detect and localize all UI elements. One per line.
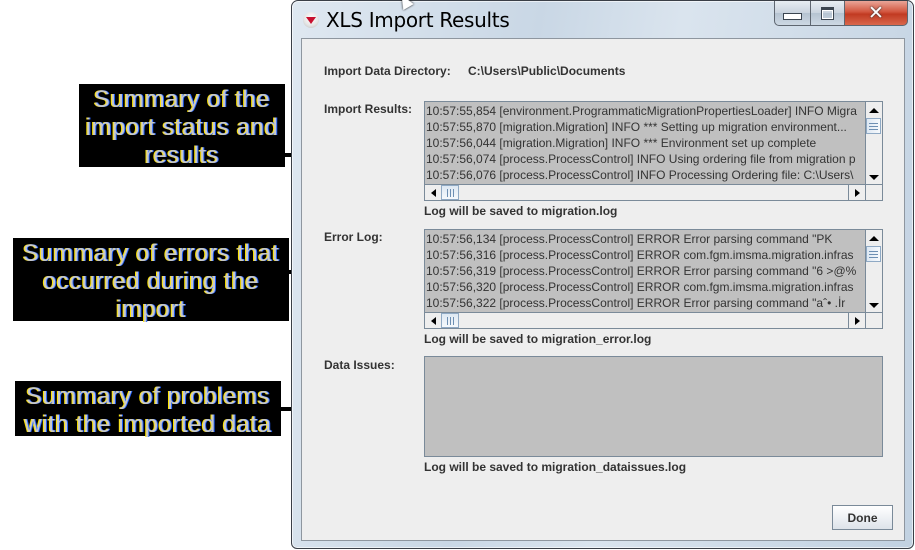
scroll-thumb[interactable] bbox=[441, 313, 459, 328]
log-line: 10:57:56,320 [process.ProcessControl] ER… bbox=[426, 280, 854, 294]
minimize-button[interactable] bbox=[774, 1, 810, 26]
app-logo-icon[interactable] bbox=[303, 12, 319, 28]
horizontal-scrollbar[interactable] bbox=[425, 184, 865, 200]
log-line: 10:57:56,074 [process.ProcessControl] IN… bbox=[426, 152, 856, 166]
log-line: 10:57:56,076 [process.ProcessControl] IN… bbox=[426, 168, 854, 182]
error-log-box[interactable]: 10:57:56,134 [process.ProcessControl] ER… bbox=[424, 229, 883, 329]
import-results-log[interactable]: 10:57:55,854 [environment.ProgrammaticMi… bbox=[424, 101, 883, 201]
window-controls: ✕ bbox=[774, 1, 908, 27]
annotation-error-log: Summary of errors that occurred during t… bbox=[13, 238, 289, 323]
arrow-left-icon bbox=[430, 316, 436, 325]
maximize-icon bbox=[821, 6, 834, 20]
error-log-text[interactable]: 10:57:56,134 [process.ProcessControl] ER… bbox=[425, 230, 865, 313]
import-results-window: XLS Import Results ✕ Import Data Directo… bbox=[291, 0, 914, 549]
scroll-down-button[interactable] bbox=[866, 169, 882, 185]
annotation-line: import bbox=[116, 296, 186, 323]
scroll-corner bbox=[865, 184, 882, 200]
import-directory-value: C:\Users\Public\Documents bbox=[468, 64, 626, 78]
scroll-up-button[interactable] bbox=[866, 230, 882, 246]
log-line: 10:57:56,322 [process.ProcessControl] ER… bbox=[426, 296, 846, 310]
annotation-line: import status and bbox=[85, 114, 279, 141]
vertical-scrollbar[interactable] bbox=[865, 102, 882, 185]
annotation-line: Summary of errors that bbox=[22, 240, 280, 267]
log-line: 10:57:56,316 [process.ProcessControl] ER… bbox=[426, 248, 854, 262]
log-line: 10:57:55,870 [migration.Migration] INFO … bbox=[426, 120, 847, 134]
arrow-right-icon bbox=[854, 188, 860, 197]
annotation-data-issues: Summary of problems with the imported da… bbox=[15, 381, 281, 438]
data-issues-box[interactable] bbox=[424, 356, 883, 457]
scroll-up-button[interactable] bbox=[866, 102, 882, 118]
scroll-left-button[interactable] bbox=[425, 185, 441, 200]
content-panel: Import Data Directory: C:\Users\Public\D… bbox=[301, 38, 905, 541]
scroll-thumb[interactable] bbox=[866, 246, 881, 262]
close-icon: ✕ bbox=[868, 2, 884, 24]
annotation-line: occurred during the bbox=[42, 268, 260, 295]
data-issues-label: Data Issues: bbox=[324, 358, 395, 372]
arrow-right-icon bbox=[854, 316, 860, 325]
scroll-down-button[interactable] bbox=[866, 297, 882, 313]
annotation-line: with the imported data bbox=[24, 411, 272, 438]
vertical-scrollbar[interactable] bbox=[865, 230, 882, 313]
import-results-note: Log will be saved to migration.log bbox=[424, 204, 618, 218]
close-button[interactable]: ✕ bbox=[845, 1, 908, 26]
import-results-text[interactable]: 10:57:55,854 [environment.ProgrammaticMi… bbox=[425, 102, 865, 185]
minimize-icon bbox=[783, 12, 802, 20]
import-directory-label: Import Data Directory: bbox=[324, 64, 451, 78]
maximize-button[interactable] bbox=[810, 1, 845, 26]
scroll-left-button[interactable] bbox=[425, 313, 441, 328]
scroll-thumb[interactable] bbox=[441, 185, 459, 200]
scroll-corner bbox=[865, 312, 882, 328]
arrow-left-icon bbox=[430, 188, 436, 197]
log-line: 10:57:56,134 [process.ProcessControl] ER… bbox=[426, 232, 833, 246]
arrow-up-icon bbox=[869, 235, 879, 241]
data-issues-note: Log will be saved to migration_dataissue… bbox=[424, 460, 687, 474]
window-title: XLS Import Results bbox=[326, 8, 510, 32]
horizontal-scrollbar[interactable] bbox=[425, 312, 865, 328]
arrow-up-icon bbox=[869, 107, 879, 113]
import-results-label: Import Results: bbox=[324, 102, 413, 116]
arrow-down-icon bbox=[869, 174, 879, 180]
log-line: 10:57:55,854 [environment.ProgrammaticMi… bbox=[426, 104, 857, 118]
annotation-import-results: Summary of the import status and results bbox=[79, 84, 285, 169]
scroll-thumb[interactable] bbox=[866, 118, 881, 134]
annotation-line: Summary of problems bbox=[25, 383, 271, 410]
annotation-line: results bbox=[144, 142, 220, 169]
error-log-label: Error Log: bbox=[324, 230, 383, 244]
done-button[interactable]: Done bbox=[832, 505, 893, 530]
log-line: 10:57:56,044 [migration.Migration] INFO … bbox=[426, 136, 817, 150]
scroll-right-button[interactable] bbox=[848, 313, 865, 328]
scroll-right-button[interactable] bbox=[848, 185, 865, 200]
error-log-note: Log will be saved to migration_error.log bbox=[424, 332, 652, 346]
arrow-down-icon bbox=[869, 302, 879, 308]
annotation-line: Summary of the bbox=[93, 86, 271, 113]
log-line: 10:57:56,319 [process.ProcessControl] ER… bbox=[426, 264, 857, 278]
